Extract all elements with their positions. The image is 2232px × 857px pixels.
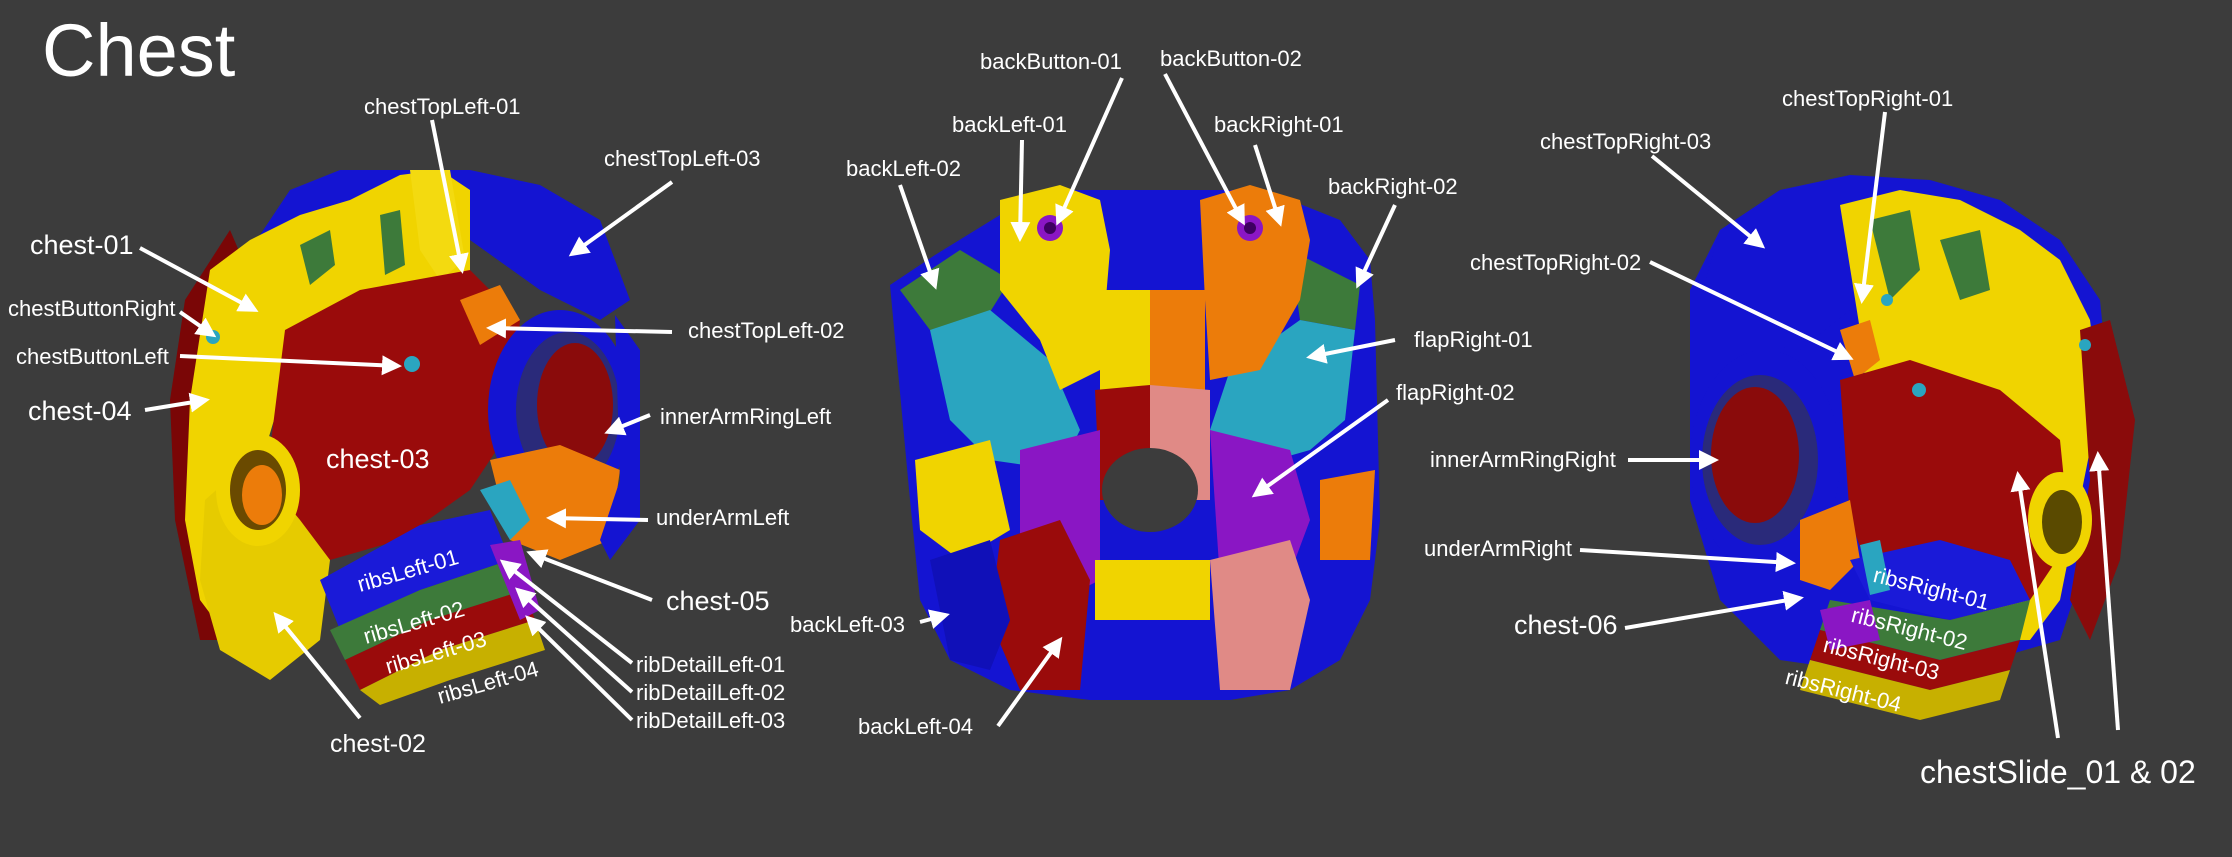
ribs-left-04-part [360, 620, 545, 705]
chest-button-left-part [404, 356, 420, 372]
arrow-back-right-02 [1355, 204, 1397, 289]
label-back-left-03: backLeft-03 [790, 612, 905, 637]
arrow-chest-top-left-03 [568, 180, 674, 257]
label-chest-02: chest-02 [330, 730, 426, 758]
label-back-left-01: backLeft-01 [952, 112, 1067, 137]
label-chest-04: chest-04 [28, 396, 132, 426]
ribs-right-01-part [1850, 540, 2030, 620]
label-under-arm-left: underArmLeft [656, 505, 790, 530]
label-flap-right-02: flapRight-02 [1396, 380, 1515, 405]
arrow-rib-detail-left-01 [499, 559, 634, 665]
ribs-left-02-part [330, 560, 525, 660]
label-under-arm-right: underArmRight [1424, 536, 1572, 561]
label-inner-arm-ring-left: innerArmRingLeft [660, 404, 832, 429]
arrow-chest-button-left [179, 354, 402, 376]
arrow-back-left-03 [919, 609, 950, 629]
arrow-chest-button-right [178, 310, 217, 338]
label-chest-top-right-02: chestTopRight-02 [1470, 250, 1642, 275]
label-chest-button-left: chestButtonLeft [16, 344, 169, 369]
arrow-back-button-01 [1055, 77, 1124, 226]
page-title: Chest [42, 9, 236, 92]
arrow-flap-right-01 [1306, 338, 1396, 364]
chest-03-part [270, 270, 520, 560]
label-inner-arm-ring-right: innerArmRingRight [1430, 447, 1616, 472]
label-flap-right-01: flapRight-01 [1414, 327, 1533, 352]
arrow-chest-top-left-01 [430, 119, 469, 274]
label-rib-detail-left-02: ribDetailLeft-02 [636, 680, 786, 705]
label-back-left-04: backLeft-04 [858, 714, 973, 739]
ribs-left-01-part [320, 510, 510, 630]
arrow-back-button-02 [1163, 73, 1245, 226]
label-back-button-01: backButton-01 [980, 49, 1122, 74]
arrow-back-left-04 [996, 636, 1063, 728]
arrow-under-arm-right [1579, 548, 1796, 573]
arrow-chest-05 [526, 549, 653, 602]
left-chest-model [170, 170, 640, 705]
ribs-right-04-part [1800, 660, 2010, 720]
label-chest-top-left-02: chestTopLeft-02 [688, 318, 845, 343]
back-chest-model [890, 185, 1380, 700]
chest-05-part [480, 480, 530, 540]
label-chest-button-right: chestButtonRight [8, 296, 176, 321]
arrow-chest-slide-02 [2089, 451, 2120, 731]
label-chest-top-left-03: chestTopLeft-03 [604, 146, 761, 171]
label-back-left-02: backLeft-02 [846, 156, 961, 181]
chest-top-right-02-part [1840, 320, 1880, 380]
arrow-chest-top-right-02 [1649, 260, 1854, 361]
arrow-back-left-02 [898, 184, 940, 290]
arrow-chest-06 [1624, 590, 1804, 630]
back-right-01-part [1200, 185, 1310, 380]
back-left-04-part [990, 520, 1090, 690]
label-back-button-02: backButton-02 [1160, 46, 1302, 71]
ribs-right-03-part [1810, 630, 2020, 690]
ribs-left-03-part [345, 590, 535, 690]
under-arm-right-part [1800, 500, 1860, 590]
chest-top-right-03-part [1700, 200, 1870, 350]
label-chest-03: chest-03 [326, 444, 430, 474]
arrow-rib-detail-left-02 [515, 587, 634, 694]
label-chest-top-right-03: chestTopRight-03 [1540, 129, 1712, 154]
label-back-right-02: backRight-02 [1328, 174, 1458, 199]
arrow-under-arm-left [546, 508, 649, 529]
flap-left-part [930, 310, 1080, 470]
arrow-chest-02 [273, 611, 362, 720]
arrow-flap-right-02 [1251, 398, 1390, 498]
arrow-chest-top-right-03 [1650, 154, 1766, 249]
label-rib-detail-left-03: ribDetailLeft-03 [636, 708, 786, 733]
arrow-chest-top-right-01 [1854, 111, 1887, 304]
label-chest-slide: chestSlide_01 & 02 [1920, 754, 2196, 790]
label-chest-06: chest-06 [1514, 610, 1618, 640]
under-arm-left-part [490, 445, 620, 560]
arrow-chest-04 [144, 392, 210, 413]
arrow-chest-01 [139, 246, 259, 312]
label-chest-top-left-01: chestTopLeft-01 [364, 94, 521, 119]
label-rib-detail-left-01: ribDetailLeft-01 [636, 652, 786, 677]
arrow-rib-detail-left-03 [525, 615, 634, 722]
leader-lines [139, 73, 2120, 739]
arrow-inner-arm-ring-left [604, 413, 651, 436]
label-chest-05: chest-05 [666, 586, 770, 616]
back-right-02-part [1290, 250, 1360, 330]
label-back-right-01: backRight-01 [1214, 112, 1344, 137]
arrow-back-left-01 [1010, 139, 1031, 242]
arrow-back-right-01 [1253, 144, 1285, 227]
back-left-03-part [930, 540, 1010, 670]
arrow-chest-top-left-02 [486, 318, 673, 339]
label-chest-01: chest-01 [30, 230, 134, 260]
label-chest-top-right-01: chestTopRight-01 [1782, 86, 1954, 111]
arrow-chest-slide-01 [2010, 471, 2060, 739]
chest-top-left-02-part [460, 285, 520, 345]
back-left-02-part [900, 250, 1010, 330]
